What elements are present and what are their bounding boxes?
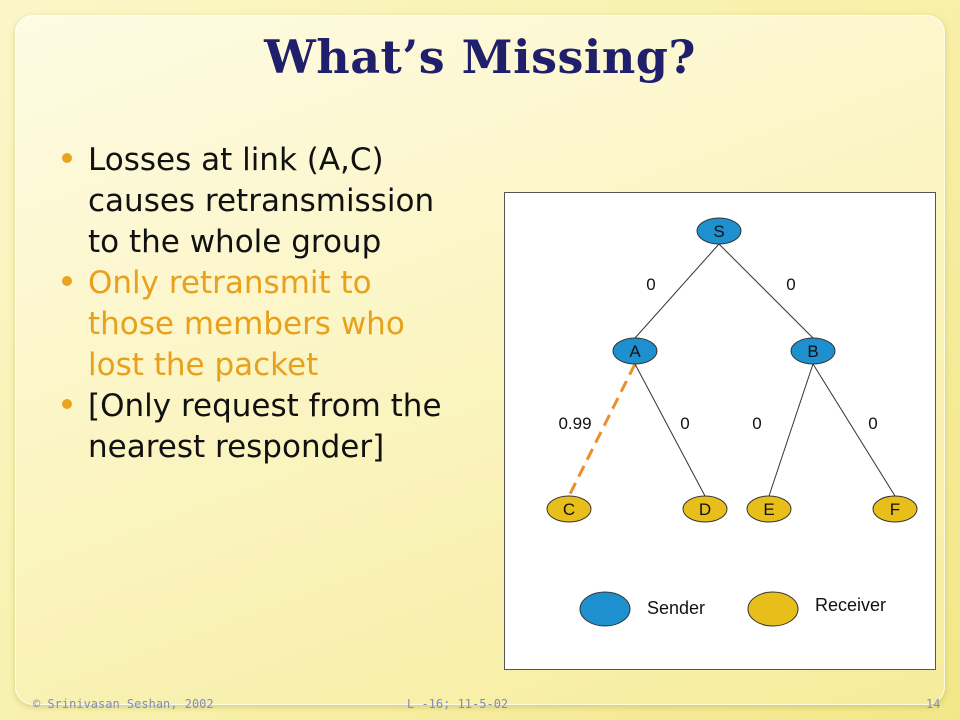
legend-sender-swatch — [579, 591, 631, 627]
link-loss-label-S-A: 0 — [646, 275, 655, 294]
node-E-shape — [746, 495, 792, 523]
node-A: A — [612, 337, 658, 365]
node-D-label: D — [699, 500, 711, 519]
link-A-D — [634, 363, 706, 497]
node-A-shape — [612, 337, 658, 365]
node-C-label: C — [563, 500, 575, 519]
node-B: B — [790, 337, 836, 365]
link-loss-label-S-B: 0 — [786, 275, 795, 294]
legend-receiver-swatch — [747, 591, 799, 627]
node-S-label: S — [713, 222, 724, 241]
link-S-B — [718, 243, 814, 339]
legend-receiver-label: Receiver — [815, 595, 886, 615]
node-F-label: F — [890, 500, 900, 519]
node-E: E — [746, 495, 792, 523]
node-F: F — [872, 495, 918, 523]
link-B-F — [812, 363, 896, 497]
link-S-A — [634, 243, 720, 339]
bullet-list: Losses at link (A,C) causes retransmissi… — [62, 140, 462, 468]
link-B-E — [768, 363, 814, 497]
bullet-item: [Only request from the nearest responder… — [62, 386, 462, 468]
node-A-label: A — [629, 342, 641, 361]
footer-page-number: 14 — [926, 697, 941, 711]
link-A-C — [567, 363, 637, 497]
node-S: S — [696, 217, 742, 245]
node-F-shape — [872, 495, 918, 523]
slide-title: What’s Missing? — [264, 30, 696, 84]
node-B-label: B — [807, 342, 818, 361]
footer-lecture-date: L -16; 11-5-02 — [407, 697, 509, 711]
legend-sender-label: Sender — [647, 598, 705, 618]
multicast-tree-diagram: 0 0 0.99 0 0 0 S A B C D E F Sender Receiver — [504, 192, 936, 670]
node-E-label: E — [763, 500, 774, 519]
footer-copyright: © Srinivasan Seshan, 2002 — [33, 697, 214, 711]
bullet-item: Losses at link (A,C) causes retransmissi… — [62, 140, 462, 263]
link-loss-label-A-D: 0 — [680, 414, 689, 433]
node-D-shape — [682, 495, 728, 523]
node-D: D — [682, 495, 728, 523]
bullet-text: [Only request from the nearest responder… — [88, 388, 442, 465]
node-S-shape — [696, 217, 742, 245]
link-loss-label-B-E: 0 — [752, 414, 761, 433]
link-loss-label-A-C: 0.99 — [558, 414, 591, 433]
node-C: C — [546, 495, 592, 523]
link-loss-label-B-F: 0 — [868, 414, 877, 433]
node-B-shape — [790, 337, 836, 365]
bullet-dot-icon — [62, 276, 72, 286]
node-C-shape — [546, 495, 592, 523]
bullet-text: Only retransmit to those members who los… — [88, 265, 405, 383]
bullet-dot-icon — [62, 153, 72, 163]
bullet-text: Losses at link (A,C) causes retransmissi… — [88, 142, 435, 260]
tree-svg: 0 0 0.99 0 0 0 S A B C D E F Sender Receiver — [546, 217, 918, 627]
bullet-dot-icon — [62, 399, 72, 409]
bullet-item: Only retransmit to those members who los… — [62, 263, 462, 386]
